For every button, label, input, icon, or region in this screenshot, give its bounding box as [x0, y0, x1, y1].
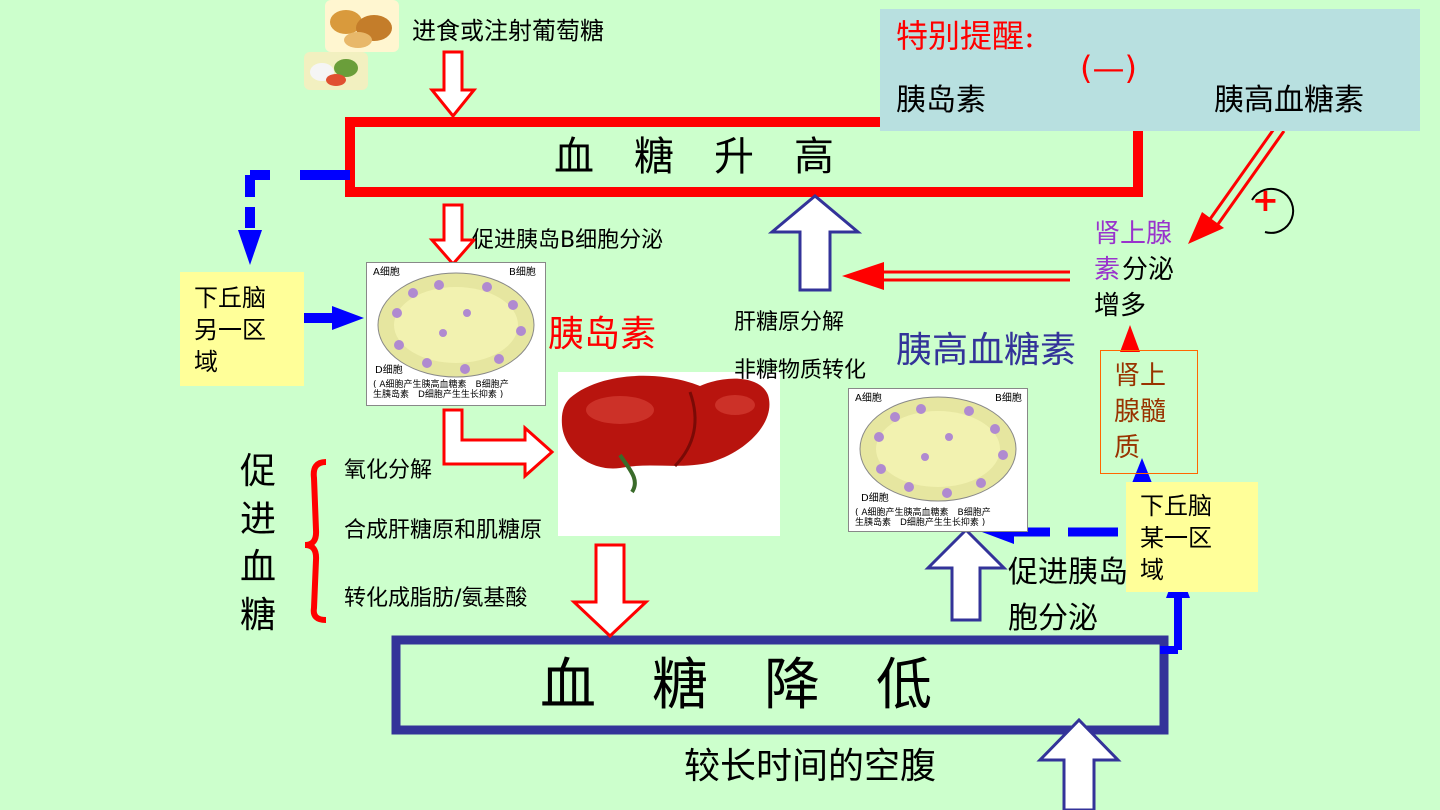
islet-b-b-cell: B细胞: [509, 267, 536, 278]
insulin-label: 胰岛素: [548, 314, 656, 355]
islet-liver-arrow: [444, 410, 552, 476]
islet-a-image: A细胞 B细胞 D细胞 ( A细胞产生胰高血糖素 B细胞产 生胰岛素 D细胞产生…: [848, 388, 1028, 532]
hypo-some-label: 下丘脑某一区域: [1140, 490, 1224, 586]
adrenal-line2-color: 素: [1094, 256, 1120, 286]
effects-brace: [305, 462, 326, 620]
adrenal-line1: 肾上腺: [1094, 220, 1172, 250]
reminder-sign: (—): [1080, 50, 1137, 87]
adrenal-medulla-label: 肾上腺髓质: [1114, 358, 1174, 466]
adrenal-line3: 增多: [1094, 292, 1146, 322]
glucagon-label: 胰高血糖素: [896, 330, 1076, 371]
hypo-down-head: [238, 230, 262, 265]
lower-effect-label: 促进血糖: [240, 448, 284, 640]
islet-a-a-cell: A细胞: [855, 393, 882, 404]
low-box-label: 血 糖 降 低: [540, 654, 932, 718]
adrenal-to-glycogen-head: [842, 262, 884, 290]
liver-glycogen-label: 肝糖原分解: [734, 310, 844, 335]
medulla-secretion-head: [1120, 325, 1140, 352]
hypo-islet-head: [332, 306, 364, 330]
non-sugar-label: 非糖物质转化: [734, 358, 866, 383]
liver-low-arrow: [574, 545, 646, 636]
food-arrow: [432, 52, 474, 116]
promote-a-label: 促进胰岛A细胞分泌: [1008, 556, 1126, 591]
islet-b-image: A细胞 B细胞 D细胞 ( A细胞产生胰高血糖素 B细胞产 生胰岛素 D细胞产生…: [366, 262, 546, 406]
promote-b-label: 促进胰岛B细胞分泌: [472, 228, 663, 253]
effect-conversion: 转化成脂肪/氨基酸: [344, 586, 527, 611]
hypo-other-label: 下丘脑另一区域: [194, 282, 284, 378]
promote-a-clip: 促进胰岛A细胞分泌: [1008, 556, 1126, 596]
food-image: [304, 0, 399, 90]
promote-a-label-line2: 胞分泌: [1008, 602, 1098, 637]
reminder-title: 特别提醒:: [896, 18, 1035, 55]
glucagon-adrenal-head: [1188, 212, 1224, 244]
islet-b-legend-2: 生胰岛素 D细胞产生生长抑素 ): [373, 391, 503, 401]
food-label: 进食或注射葡萄糖: [412, 18, 604, 46]
islet-a-d-cell: D细胞: [861, 493, 889, 504]
promote-b-arrow: [432, 205, 474, 264]
high-box-label: 血 糖 升 高: [554, 134, 834, 180]
adrenal-line2-rest: 分泌: [1122, 256, 1174, 286]
islet-a-b-cell: B细胞: [995, 393, 1022, 404]
islet-b-a-cell: A细胞: [373, 267, 400, 278]
reminder-insulin: 胰岛素: [896, 84, 986, 119]
islet-b-d-cell: D细胞: [375, 365, 403, 376]
effect-synthesis: 合成肝糖原和肌糖原: [344, 518, 542, 543]
effect-oxidation: 氧化分解: [344, 458, 432, 483]
liver-image: [558, 372, 780, 536]
reminder-glucagon: 胰高血糖素: [1214, 84, 1364, 119]
plus-sign: +: [1252, 182, 1279, 219]
promote-a-up-arrow: [928, 530, 1004, 620]
islet-a-legend-2: 生胰岛素 D细胞产生生长抑素 ): [855, 519, 985, 529]
fasting-label: 较长时间的空腹: [684, 746, 936, 787]
